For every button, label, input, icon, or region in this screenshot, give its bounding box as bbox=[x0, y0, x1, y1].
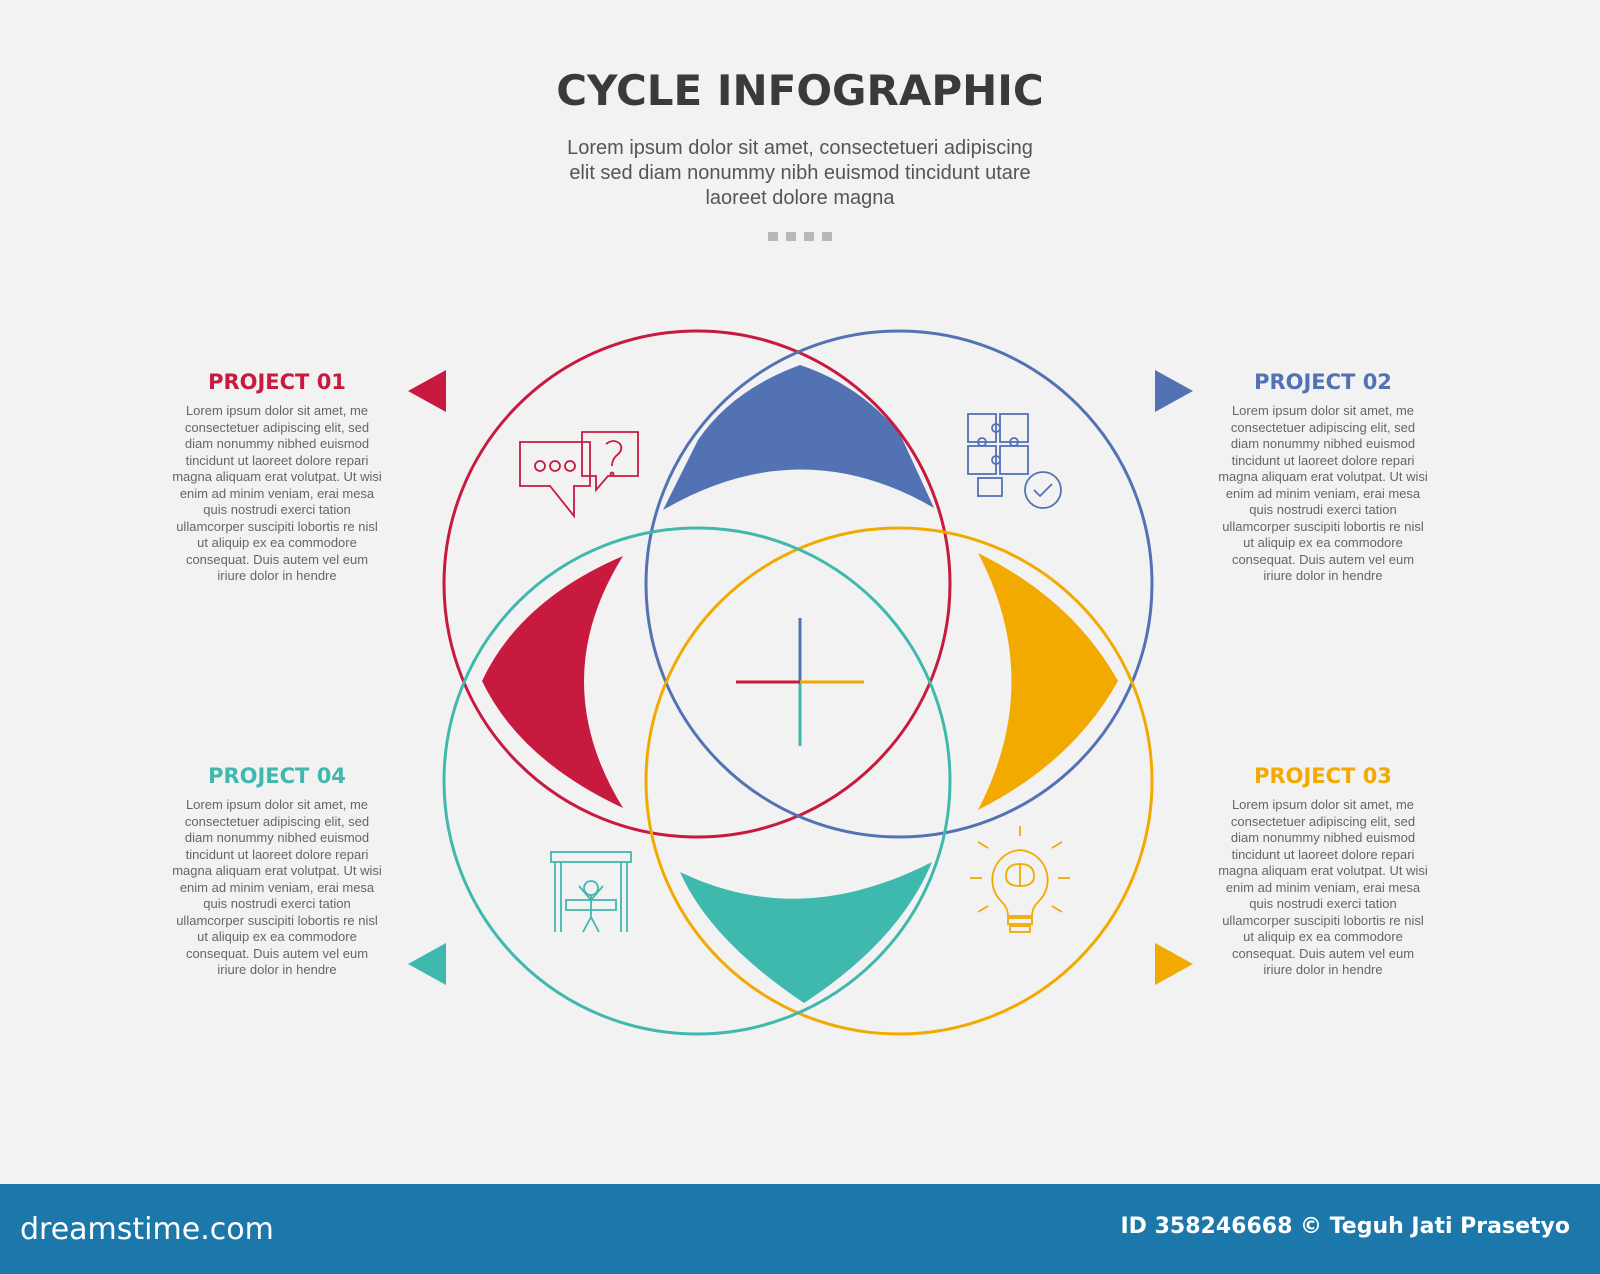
project-01-description: Lorem ipsum dolor sit amet, me consectet… bbox=[172, 403, 382, 583]
segment-04-shape bbox=[680, 862, 932, 1003]
finish-line-winner-icon bbox=[550, 851, 632, 933]
center-cross-icon bbox=[736, 618, 864, 746]
project-04-title: PROJECT 04 bbox=[208, 764, 346, 788]
lightbulb-brain-icon bbox=[970, 826, 1070, 933]
segment-01-shape bbox=[482, 556, 623, 808]
page-title: CYCLE INFOGRAPHIC bbox=[556, 66, 1044, 115]
project-01-title: PROJECT 01 bbox=[208, 370, 346, 394]
title-divider-dots bbox=[768, 232, 832, 241]
page-subtitle: Lorem ipsum dolor sit amet, consectetuer… bbox=[540, 136, 1060, 211]
project-01-circle bbox=[442, 329, 952, 839]
footer-credit: ID 358246668 © Teguh Jati Prasetyo bbox=[1120, 1214, 1571, 1239]
arrow-right-icon bbox=[1155, 943, 1193, 985]
project-03-circle bbox=[644, 526, 1154, 1036]
project-04-circle bbox=[442, 526, 952, 1036]
arrow-left-icon bbox=[408, 943, 446, 985]
subtitle-line: laoreet dolore magna bbox=[705, 187, 895, 209]
cycle-diagram bbox=[408, 329, 1193, 1036]
footer-brand[interactable]: dreamstime.com bbox=[20, 1212, 274, 1247]
segment-02-shape bbox=[663, 365, 934, 510]
divider-dot bbox=[822, 232, 832, 241]
project-02-title: PROJECT 02 bbox=[1254, 370, 1392, 394]
project-02-circle bbox=[644, 329, 1154, 839]
divider-dot bbox=[786, 232, 796, 241]
arrow-left-icon bbox=[408, 370, 446, 412]
subtitle-line: Lorem ipsum dolor sit amet, consectetuer… bbox=[567, 137, 1033, 159]
segment-03-shape bbox=[978, 553, 1118, 810]
project-03-description: Lorem ipsum dolor sit amet, me consectet… bbox=[1218, 797, 1428, 977]
footer-bar: dreamstime.com ID 358246668 © Teguh Jati… bbox=[0, 1184, 1600, 1274]
divider-dot bbox=[804, 232, 814, 241]
divider-dot bbox=[768, 232, 778, 241]
project-02-description: Lorem ipsum dolor sit amet, me consectet… bbox=[1218, 403, 1428, 583]
project-03-title: PROJECT 03 bbox=[1254, 764, 1392, 788]
subtitle-line: elit sed diam nonummy nibh euismod tinci… bbox=[569, 162, 1031, 184]
project-04-description: Lorem ipsum dolor sit amet, me consectet… bbox=[172, 797, 382, 977]
puzzle-check-icon bbox=[967, 413, 1062, 509]
chat-bubbles-question-icon bbox=[519, 431, 639, 519]
arrow-right-icon bbox=[1155, 370, 1193, 412]
